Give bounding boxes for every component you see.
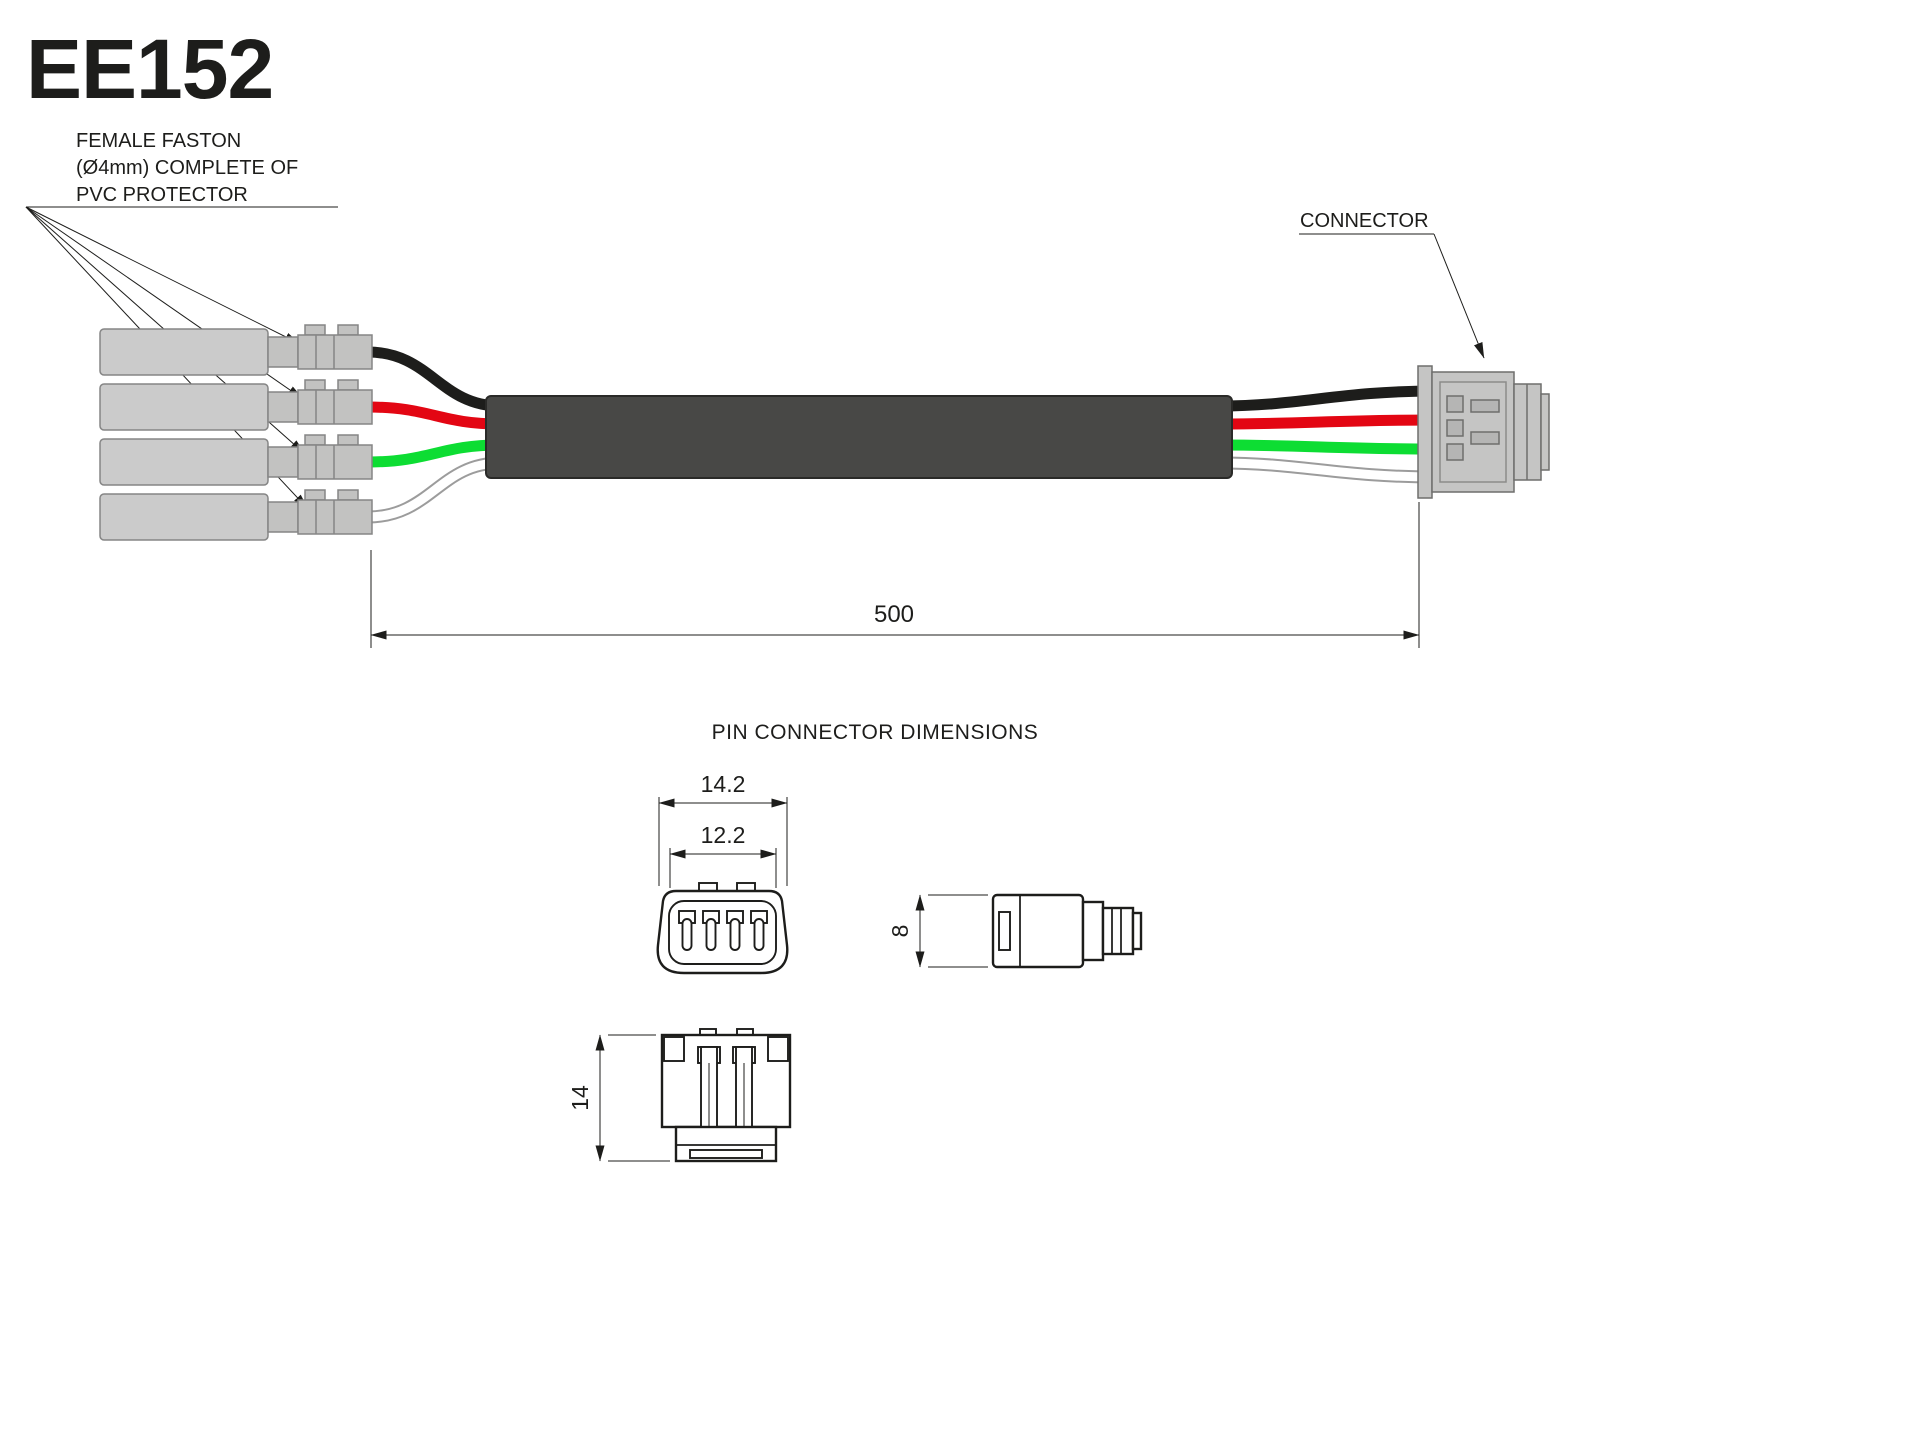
faston-callout-line2: (Ø4mm) COMPLETE OF [76,157,298,179]
bottom-view-nose-detail [689,1149,763,1159]
faston-callout-line3: PVC PROTECTOR [76,184,248,206]
connector-detail [1446,443,1464,461]
wire-green-left [362,439,506,468]
side-view-latch-slot [998,911,1011,951]
bottom-view-ear-left [663,1036,685,1062]
connector-body [1417,365,1550,499]
side-view-nose [1101,906,1135,956]
side-view-tip [1131,911,1143,951]
dim-value-500: 500 [874,601,914,628]
connector-collar [1417,365,1433,499]
dim-value-14-2: 14.2 [701,771,746,797]
dim-value-8: 8 [887,925,913,938]
faston-callout-line1: FEMALE FASTON [76,130,241,152]
connector-housing-inner [1439,381,1507,483]
connector-leader [1433,233,1485,359]
connector-detail [1470,431,1500,445]
section-title: PIN CONNECTOR DIMENSIONS [712,721,1039,744]
connector-detail [1470,399,1500,413]
connector-bottom-view: 14 [567,1028,792,1163]
connector-side-view: 8 [887,893,1143,969]
connector-detail [1446,395,1464,413]
bottom-view-channel-2 [732,1046,756,1128]
side-view-collar [1081,900,1105,962]
bottom-view-ear-right [767,1036,789,1062]
connector-callout: CONNECTOR [1299,210,1485,359]
faston-leader-1 [25,206,301,345]
connector-detail [1446,419,1464,437]
wire-white-right [1215,458,1441,482]
wire-red-right [1214,414,1442,430]
wire-white-left [363,458,505,522]
bottom-view-channel-1 [697,1046,721,1128]
connector-tip [1540,393,1550,471]
wire-red-left [362,401,506,430]
faston-terminal-2 [99,379,373,431]
wire-black-right [1214,385,1442,412]
dimension-cable-length: 500 [370,502,1420,648]
wire-black-left [362,346,506,412]
dim-value-12-2: 12.2 [701,822,746,848]
connector-callout-label: CONNECTOR [1300,210,1429,232]
faston-terminal-4 [99,489,373,541]
faston-callout: FEMALE FASTON (Ø4mm) COMPLETE OF PVC PRO… [25,130,338,510]
dim-value-14: 14 [567,1085,593,1111]
drawing-title: EE152 [26,22,273,116]
cable-sheath [485,395,1233,479]
cable-assembly [99,324,1550,541]
faston-terminal-3 [99,434,373,486]
connector-front-view: 14.2 12.2 [656,771,789,975]
wire-green-right [1214,439,1442,455]
faston-terminal-1 [99,324,373,376]
